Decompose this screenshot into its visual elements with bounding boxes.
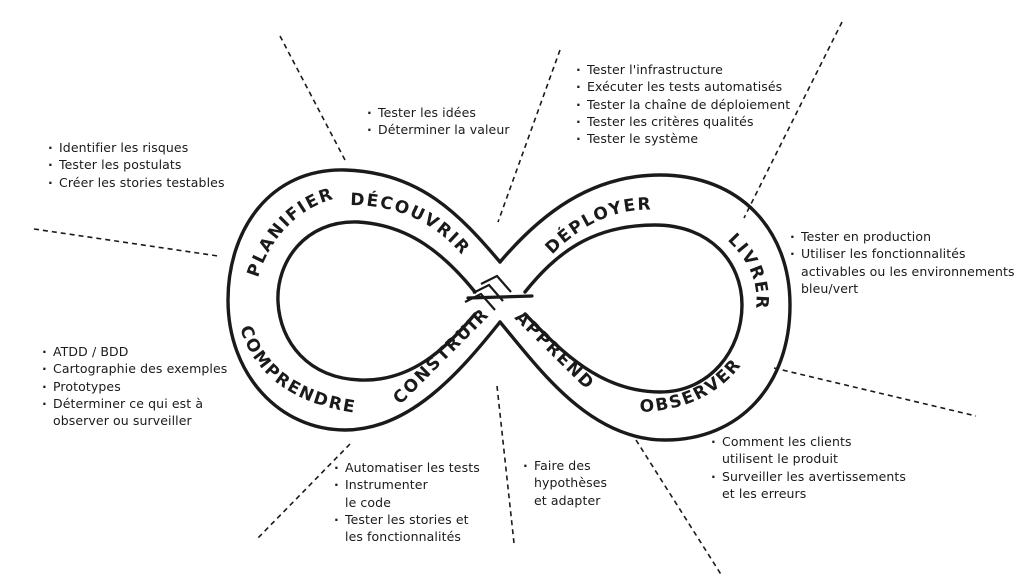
separator-line bbox=[279, 35, 346, 161]
note-item: Tester la chaîne de déploiement bbox=[576, 96, 790, 114]
note-item: Exécuter les tests automatisés bbox=[576, 78, 790, 96]
separator-line bbox=[635, 439, 723, 576]
chevron-icon bbox=[480, 274, 512, 293]
note-item: Automatiser les tests bbox=[334, 459, 480, 477]
note-livrer: Tester en production Utiliser les foncti… bbox=[790, 228, 1015, 297]
stage-label-observer: OBSERVER bbox=[639, 355, 746, 418]
chevron-icon bbox=[472, 283, 504, 302]
loop-inner-right bbox=[523, 223, 744, 394]
note-item: Tester les stories et bbox=[334, 511, 480, 529]
note-item: Comment les clients bbox=[711, 433, 906, 451]
chevron-icon bbox=[464, 292, 496, 311]
note-item: Identifier les risques bbox=[48, 139, 225, 157]
separator-line bbox=[33, 228, 219, 257]
note-continuation: hypothèses bbox=[534, 475, 608, 491]
note-deployer: Tester l'infrastructure Exécuter les tes… bbox=[576, 61, 790, 148]
note-item: Tester en production bbox=[790, 228, 1015, 246]
note-continuation: activables ou les environnements bbox=[801, 263, 1015, 279]
note-item: Surveiller les avertissements bbox=[711, 468, 906, 486]
note-construire: Automatiser les tests Instrumenter le co… bbox=[334, 459, 480, 545]
note-item: Cartographie des exemples bbox=[42, 360, 227, 378]
separator-line bbox=[773, 367, 977, 417]
note-item: Tester le système bbox=[576, 130, 790, 148]
note-continuation: utilisent le produit bbox=[722, 451, 839, 467]
note-observer: Comment les clients utilisent le produit… bbox=[711, 433, 906, 502]
note-item: Déterminer la valeur bbox=[367, 121, 510, 139]
note-continuation: bleu/vert bbox=[801, 280, 859, 296]
note-item: Faire des bbox=[523, 457, 607, 475]
note-item: Tester les postulats bbox=[48, 156, 225, 174]
note-continuation: le code bbox=[345, 494, 391, 510]
note-continuation: et adapter bbox=[534, 492, 601, 508]
separator-lines bbox=[33, 21, 977, 576]
separator-line bbox=[743, 21, 843, 219]
infinity-loop bbox=[226, 168, 792, 442]
loop-outer-left bbox=[226, 168, 502, 432]
note-continuation: les fonctionnalités bbox=[345, 529, 461, 545]
note-item: ATDD / BDD bbox=[42, 343, 227, 361]
separator-line bbox=[497, 49, 561, 223]
note-comprendre: ATDD / BDD Cartographie des exemples Pro… bbox=[42, 343, 227, 429]
note-item: Tester les critères qualités bbox=[576, 113, 790, 131]
stage-label-apprendre: APPRENDRE bbox=[0, 0, 598, 394]
loop-inner-left bbox=[276, 220, 477, 382]
note-continuation: et les erreurs bbox=[722, 485, 807, 501]
note-item: Utiliser les fonctionnalités bbox=[790, 245, 1015, 263]
chevron-arrows bbox=[464, 274, 512, 311]
note-apprendre: Faire des hypothèses et adapter bbox=[523, 457, 607, 509]
note-item: Tester l'infrastructure bbox=[576, 61, 790, 79]
separator-line bbox=[496, 385, 515, 544]
note-item: Créer les stories testables bbox=[48, 174, 225, 192]
stage-label-comprendre: COMPRENDRE bbox=[235, 323, 358, 418]
note-item: Instrumenter bbox=[334, 476, 480, 494]
note-planifier: Identifier les risques Tester les postul… bbox=[48, 139, 225, 191]
note-decouvrir: Tester les idées Déterminer la valeur bbox=[367, 104, 510, 139]
stage-label-planifier: PLANIFIER bbox=[244, 184, 337, 280]
note-item: Déterminer ce qui est à bbox=[42, 395, 227, 413]
loop-outer-right bbox=[498, 173, 792, 442]
note-continuation: observer ou surveiller bbox=[53, 413, 192, 429]
note-item: Prototypes bbox=[42, 378, 227, 396]
stage-label-livrer: LIVRER bbox=[724, 229, 772, 310]
note-item: Tester les idées bbox=[367, 104, 510, 122]
